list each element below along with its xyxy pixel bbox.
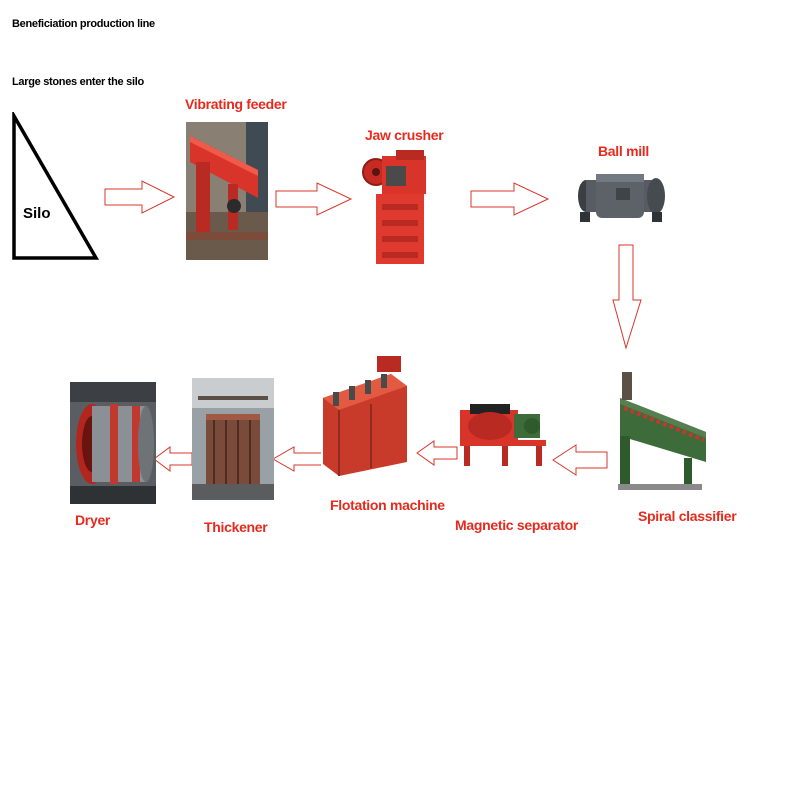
arrow-right-3 xyxy=(470,182,550,216)
label-flotation-machine: Flotation machine xyxy=(330,497,445,513)
arrow-left-4 xyxy=(153,446,193,472)
label-ball-mill: Ball mill xyxy=(598,143,649,159)
label-thickener: Thickener xyxy=(204,519,267,535)
spiral-classifier-image xyxy=(614,358,708,500)
dryer-image xyxy=(70,382,156,504)
label-vibrating-feeder: Vibrating feeder xyxy=(185,96,287,112)
label-magnetic-separator: Magnetic separator xyxy=(455,517,578,533)
arrow-right-2 xyxy=(275,182,353,216)
label-spiral-classifier: Spiral classifier xyxy=(638,508,736,524)
silo-label: Silo xyxy=(23,205,51,222)
flotation-machine-image xyxy=(321,352,409,478)
jaw-crusher-image xyxy=(362,146,430,270)
vibrating-feeder-image xyxy=(186,122,268,260)
arrow-left-2 xyxy=(416,440,458,466)
thickener-image xyxy=(192,378,274,500)
arrow-left-1 xyxy=(552,444,608,476)
label-jaw-crusher: Jaw crusher xyxy=(365,127,443,143)
label-dryer: Dryer xyxy=(75,512,110,528)
ball-mill-image xyxy=(576,164,668,226)
silo-triangle xyxy=(10,112,102,264)
arrow-right-1 xyxy=(104,180,176,214)
magnetic-separator-image xyxy=(458,400,550,470)
arrow-left-3 xyxy=(272,446,324,472)
page-subtitle: Large stones enter the silo xyxy=(12,76,144,88)
arrow-down xyxy=(612,244,642,350)
page-title: Beneficiation production line xyxy=(12,18,155,30)
